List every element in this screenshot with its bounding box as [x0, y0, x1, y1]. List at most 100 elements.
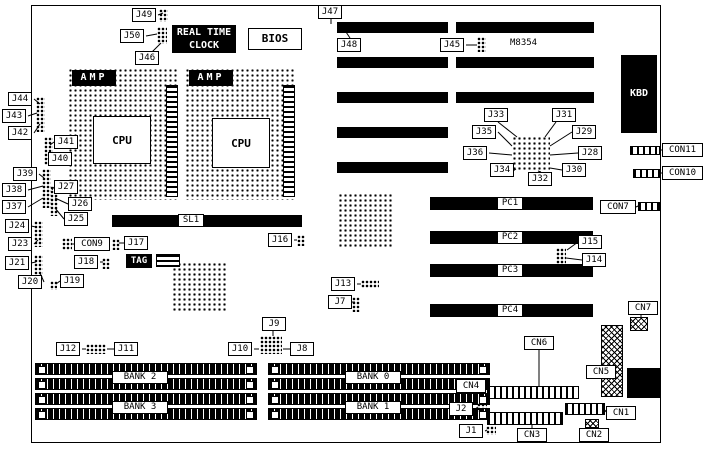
label-cn1: CN1	[606, 406, 636, 420]
cpu-socket-2: AMP CPU	[185, 68, 295, 200]
cn6-cn4-connector	[487, 386, 579, 399]
label-j19: J19	[60, 274, 84, 288]
con9-header	[62, 238, 72, 250]
label-j43: J43	[2, 109, 26, 123]
j2-jumper	[477, 403, 487, 412]
label-j41: J41	[54, 135, 78, 149]
label-j27: J27	[54, 180, 78, 194]
label-j35: J35	[472, 125, 496, 139]
isa-slot-8	[337, 162, 448, 173]
label-j20: J20	[18, 275, 42, 289]
label-j10: J10	[228, 342, 252, 356]
sl1-slot	[112, 215, 302, 227]
label-j47: J47	[318, 5, 342, 19]
label-j31: J31	[552, 108, 576, 122]
pc-slot-label-pc3: PC3	[497, 264, 523, 277]
label-cn4: CN4	[456, 379, 486, 393]
j18-jumper	[102, 258, 110, 269]
label-j44: J44	[8, 92, 32, 106]
pc-slot-label-pc4: PC4	[497, 304, 523, 317]
cn1-connector	[565, 403, 605, 415]
label-j46: J46	[135, 51, 159, 65]
bank-label-bank-0: BANK 0	[345, 371, 401, 384]
label-j38: J38	[2, 183, 26, 197]
label-con9: CON9	[74, 237, 110, 251]
label-j29: J29	[572, 125, 596, 139]
label-j23: J23	[8, 237, 32, 251]
j49-jumper	[159, 9, 168, 22]
label-con11: CON11	[662, 143, 703, 157]
label-cn7: CN7	[628, 301, 658, 315]
label-j2: J2	[449, 402, 473, 416]
j7-jumper	[352, 297, 360, 312]
j17-jumper	[112, 239, 120, 250]
tag-chip: TAG	[126, 254, 152, 268]
label-j8: J8	[290, 342, 314, 356]
label-j49: J49	[132, 8, 156, 22]
isa-slot-1	[337, 22, 448, 33]
label-j16: J16	[268, 233, 292, 247]
j50-j46-jumper	[157, 27, 167, 44]
label-cn3: CN3	[517, 428, 547, 442]
j1-jumper	[486, 426, 496, 435]
label-j7: J7	[328, 295, 352, 309]
label-j33: J33	[484, 108, 508, 122]
label-j12: J12	[56, 342, 80, 356]
real-time-clock-chip: REAL TIME CLOCK	[172, 25, 236, 53]
label-j45: J45	[440, 38, 464, 52]
j23-j24-jumpers	[34, 221, 43, 247]
isa-slot-6	[456, 92, 594, 103]
socket2-regulator	[283, 85, 295, 197]
j14-j15-jumper	[556, 248, 566, 264]
cn2-connector	[585, 419, 599, 428]
pc-slot-label-pc2: PC2	[497, 231, 523, 244]
label-j34: J34	[490, 163, 514, 177]
label-j13: J13	[331, 277, 355, 291]
amp-label-1: AMP	[72, 70, 116, 86]
con11-connector	[630, 146, 660, 155]
j11-j12-jumper	[86, 344, 106, 354]
cn5-connector	[601, 325, 623, 397]
amp-label-2: AMP	[189, 70, 233, 86]
label-j48: J48	[337, 38, 361, 52]
label-cn6: CN6	[524, 336, 554, 350]
con7-connector	[638, 202, 660, 211]
label-cn5: CN5	[586, 365, 616, 379]
label-j18: J18	[74, 255, 98, 269]
isa-slot-5	[337, 92, 448, 103]
isa-slot-2	[456, 22, 594, 33]
label-j24: J24	[5, 219, 29, 233]
cpu-socket-1: AMP CPU	[68, 68, 178, 200]
board-outline	[31, 5, 661, 443]
isa-slot-7	[337, 127, 448, 138]
label-j21: J21	[5, 256, 29, 270]
label-j15: J15	[578, 235, 602, 249]
rtc-label-line2: CLOCK	[188, 40, 220, 51]
label-j17: J17	[124, 236, 148, 250]
sl1-label: SL1	[178, 214, 204, 227]
label-j42: J42	[8, 126, 32, 140]
label-j26: J26	[68, 197, 92, 211]
j8-j9-j10-jumper	[260, 336, 282, 354]
j37-j38-j39-jumpers	[42, 169, 51, 208]
cn3-connector	[487, 412, 563, 425]
j16-jumper	[297, 235, 305, 246]
j42-j43-j44-jumpers	[36, 97, 45, 132]
bank-label-bank-1: BANK 1	[345, 401, 401, 414]
j25-j26-j27-jumpers	[50, 186, 58, 216]
label-cn2: CN2	[579, 428, 609, 442]
label-j1: J1	[459, 424, 483, 438]
j40-j41-jumpers	[44, 137, 53, 165]
socket1-regulator	[166, 85, 178, 197]
cn7-connector	[630, 317, 648, 331]
pc-slot-label-pc1: PC1	[497, 197, 523, 210]
jumper-cluster-chip	[512, 136, 550, 172]
tag-side-component	[156, 254, 180, 267]
label-j36: J36	[463, 146, 487, 160]
asic-chip-2	[172, 262, 226, 312]
bank-label-bank-3: BANK 3	[112, 401, 168, 414]
rtc-label-line1: REAL TIME	[176, 27, 232, 38]
label-j11: J11	[114, 342, 138, 356]
label-j39: J39	[13, 167, 37, 181]
